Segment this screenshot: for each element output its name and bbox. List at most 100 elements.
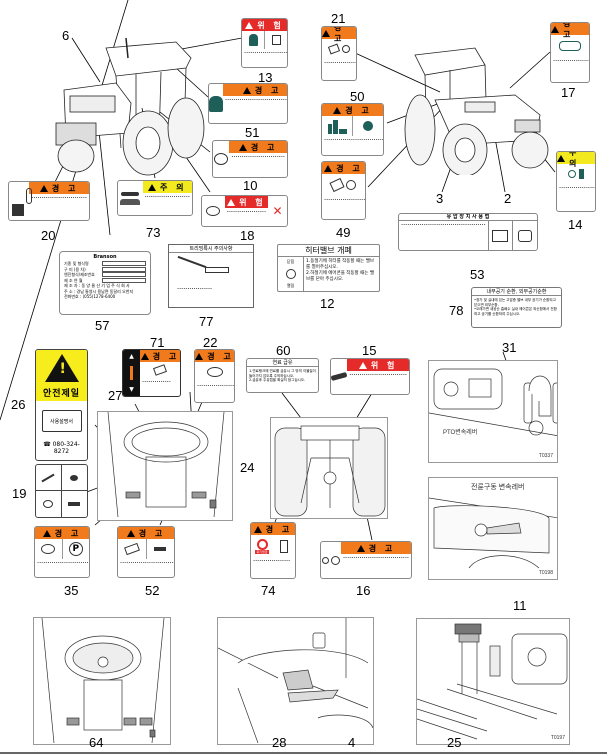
side-console-drawing	[218, 618, 373, 744]
label-71-warning: ▲▼ 경 고 ••••••••••••••	[122, 349, 181, 397]
slope-hazard-icon	[118, 539, 146, 559]
warning-triangle-icon	[551, 25, 559, 33]
tractor-runaway-icon	[35, 539, 62, 559]
callout-17: 17	[561, 85, 576, 100]
rear-hitch-drawing	[274, 425, 386, 517]
pto-lever-scene: PTO변속레버 T0337	[428, 360, 558, 463]
pto-lever-caption: PTO변속레버	[443, 430, 478, 436]
operator-seat-drawing	[41, 618, 165, 744]
warning-triangle-icon	[253, 525, 262, 533]
label-12-title: 히터밸브 개폐	[278, 245, 379, 257]
no-fire-icon: 화기엄금	[251, 535, 273, 557]
loader-arm-icon	[36, 465, 62, 491]
valve-knob-icon: 닫힘 열림	[278, 257, 304, 291]
label-19-pictograms	[35, 464, 88, 518]
warning-triangle-icon	[238, 143, 247, 151]
operator-seat-view-scene	[33, 617, 171, 745]
warning-triangle-icon	[39, 184, 48, 192]
tractor-front-view	[55, 37, 205, 176]
callout-50: 50	[350, 89, 365, 104]
callout-51: 51	[245, 125, 260, 140]
label-60-refuel: 연료 급유 1.연료탱크에 연료를 급유시 그 밖의 이물질이 들어가지 않도록…	[246, 358, 319, 393]
callout-60: 60	[276, 343, 291, 358]
entanglement-icon	[322, 39, 356, 59]
lever-dial-icon	[352, 116, 383, 136]
crush-hazard-icon	[140, 362, 180, 378]
label-78-air-circulation: 내부공기 순환, 외부공기순환 •창가 및 실내에 있는 고압증 밸브 내부 공…	[471, 287, 562, 328]
tractor-rear-icon	[513, 221, 537, 250]
label-77-notice: 트리밍록시 주의사항 •••••••••••••••••	[168, 244, 254, 308]
nameplate-row-body: 구 미 (용 차)	[64, 266, 86, 272]
label-35-warning: 경 고 P ••••••••••••••••••••••••••	[34, 526, 90, 578]
callout-31: 31	[502, 340, 517, 355]
tractor-rear-view	[404, 47, 549, 175]
label-17-header: 경 고	[551, 23, 589, 39]
rollover-protection-icon	[551, 35, 589, 57]
label-14-header: 주 의	[557, 152, 595, 168]
label-22-warning: 경 고 •••••••••••••••••••••	[194, 349, 235, 403]
label-10-header: 경 고	[229, 141, 287, 153]
person-icon	[209, 84, 223, 123]
manual-book-icon: 사용설명서	[41, 410, 82, 432]
label-22-header: 경 고	[195, 350, 234, 362]
label-52-warning: 경 고 ••••••••••••••••••••••••••	[117, 526, 175, 578]
fan-hazard-icon	[557, 164, 595, 184]
hydraulic-icon	[322, 116, 352, 136]
steering-wheel-drawing	[107, 412, 225, 518]
pto-shaft-icon	[213, 141, 229, 177]
callout-2: 2	[504, 191, 512, 206]
label-16-header: 경 고	[340, 542, 411, 554]
label-78-line2: •오래가면 새공순 흡배수 실내 에어콘은 외순환에서 전환하고 공기를 순환하…	[474, 307, 557, 316]
callout-19: 19	[12, 486, 27, 501]
callout-11: 11	[513, 598, 527, 613]
label-52-header: 경 고	[118, 527, 174, 539]
rollover-icon	[264, 31, 287, 49]
callout-21: 21	[331, 11, 346, 26]
nameplate-row-date: 제 조 연 월	[64, 277, 83, 283]
callout-74: 74	[261, 583, 276, 598]
parking-brake-icon: P	[61, 539, 90, 559]
side-console-scene	[217, 617, 374, 745]
callout-78: 78	[449, 303, 464, 318]
nameplate-row-model: 기종 및 형식명	[64, 261, 89, 266]
label-16-warning: 경 고 ••••••••••••••••••••••••••••••••	[320, 541, 412, 579]
tractor-overturn-icon	[195, 362, 234, 382]
floor-panel-scene: T0197	[416, 618, 570, 745]
label-13-danger: 위 험 •••••••••••••••••••••••••••	[241, 18, 288, 68]
label-57-nameplate: Branson 기종 및 형식명 구 미 (용 차) 엔진형식/제조번호 제 조…	[59, 251, 151, 315]
label-18-header: 위 험	[224, 196, 269, 208]
manual-book-text: 사용설명서	[49, 418, 73, 425]
callout-28: 28	[272, 735, 287, 750]
exclamation-triangle-icon: !	[44, 354, 79, 382]
callout-22: 22	[203, 335, 218, 350]
callout-53: 53	[470, 267, 485, 282]
label-51-header: 경 고	[223, 84, 287, 96]
callout-12: 12	[320, 296, 335, 311]
label-73-header: 주 의	[142, 181, 192, 193]
label-14-caution: 주 의 •••••••••••••••••••••••••	[556, 151, 596, 212]
callout-14: 14	[568, 217, 583, 232]
label-53-hydraulic-instructions: 유 압 장 치 사 용 법 ••••••••••••••••••••••••••…	[398, 213, 538, 251]
nameplate-row-engine: 엔진형식/제조번호	[64, 272, 95, 277]
label-21-header: 경 고	[322, 27, 356, 43]
callout-16: 16	[356, 583, 371, 598]
no-fire-text: 화기엄금	[255, 549, 269, 554]
crushing-hazard-icon	[331, 359, 348, 394]
nameplate-phone: 전화번호 : (055)1278-6400	[64, 294, 116, 299]
label-74-header: 경 고	[251, 523, 295, 535]
implement-icon	[62, 491, 88, 517]
label-12-line1: 1.동절기에 히터를 작동할 때는 밸브를 열어주십시오.	[306, 259, 374, 270]
label-12-heater-valve: 히터밸브 개폐 닫힘 열림 1.동절기에 히터를 작동할 때는 밸브를 열어주십…	[277, 244, 380, 292]
label-15-danger: 위 험 ••••••••••••••••••••••••••••	[330, 358, 410, 395]
callout-15: 15	[362, 343, 377, 358]
label-78-line1: •창가 및 실내에 있는 고압증 밸브 내부 공기가 순환되고 닫으면 외부순환…	[474, 298, 556, 307]
label-73-caution: 주 의 ••••••••••••••••••••••	[117, 180, 193, 216]
falling-object-icon	[9, 182, 32, 220]
person-hazard-icon	[242, 31, 264, 49]
warning-triangle-icon	[245, 21, 254, 29]
warning-triangle-icon	[42, 529, 51, 537]
floor-figure-code: T0197	[550, 735, 565, 741]
callout-35: 35	[64, 583, 79, 598]
label-77-title: 트리밍록시 주의사항	[169, 245, 253, 253]
warning-triangle-icon	[195, 352, 204, 360]
